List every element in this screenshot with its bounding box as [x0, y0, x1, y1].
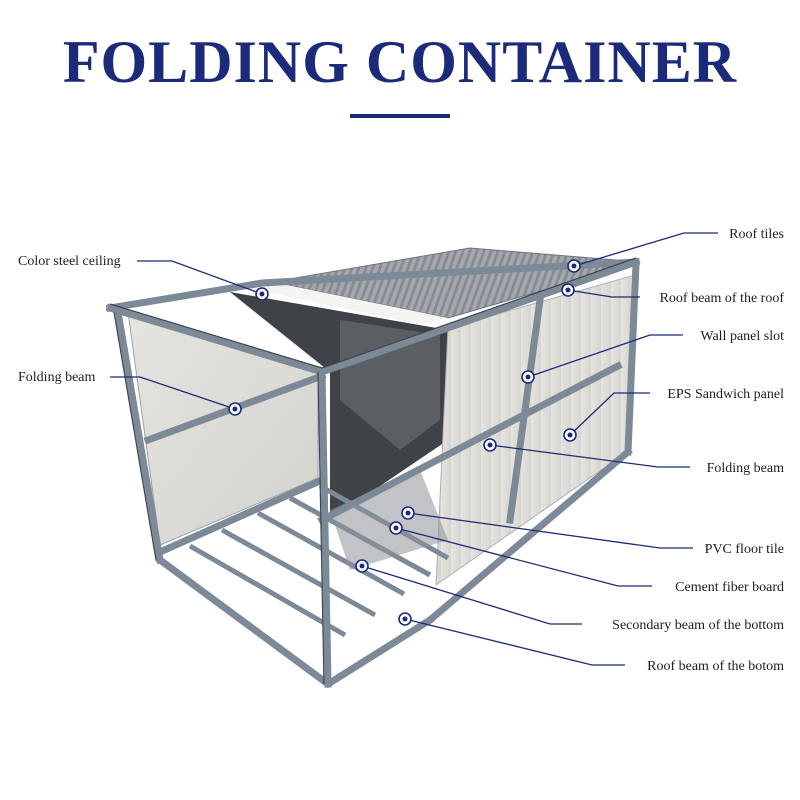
dot-pvc-floor-tile: [401, 506, 415, 520]
dot-secondary-beam: [355, 559, 369, 573]
dot-cement-board: [389, 521, 403, 535]
page-title: FOLDING CONTAINER: [62, 29, 738, 95]
leader-secondary-beam: [361, 565, 582, 625]
dot-roof-beam-roof: [561, 283, 575, 297]
label-pvc-floor-tile: PVC floor tile: [705, 542, 784, 557]
label-color-steel-ceiling: Color steel ceiling: [18, 254, 121, 269]
frame-edges: [109, 257, 637, 685]
leader-pvc-floor-tile: [407, 512, 693, 549]
leader-folding-beam-right: [489, 444, 690, 468]
leader-cement-board: [395, 527, 652, 587]
floor-board: [330, 470, 448, 570]
dot-roof-tiles: [567, 259, 581, 273]
end-wall-panel: [127, 311, 319, 546]
label-eps-sandwich-panel: EPS Sandwich panel: [667, 387, 784, 402]
leader-roof-beam-bottom: [404, 618, 625, 666]
dot-folding-beam-right: [483, 438, 497, 452]
dot-roof-beam-bottom: [398, 612, 412, 626]
title-underline: [350, 114, 450, 118]
label-wall-panel-slot: Wall panel slot: [700, 329, 784, 344]
leader-roof-tiles: [573, 232, 718, 267]
dot-eps-panel: [563, 428, 577, 442]
roof-edge-white: [242, 282, 448, 324]
label-secondary-beam-bottom: Secondary beam of the bottom: [612, 618, 784, 633]
leader-lines: [110, 232, 718, 666]
label-folding-beam-left: Folding beam: [18, 370, 95, 385]
leader-folding-beam-left: [110, 376, 236, 410]
labels: Color steel ceiling Folding beam Roof ti…: [18, 227, 784, 674]
leader-eps-panel: [569, 392, 650, 436]
dot-color-steel-ceiling: [255, 287, 269, 301]
label-folding-beam-right: Folding beam: [707, 461, 784, 476]
leader-roof-beam-roof: [567, 289, 640, 298]
dot-wall-panel-slot: [521, 370, 535, 384]
leader-wall-panel-slot: [527, 334, 683, 378]
dot-folding-beam-left: [228, 402, 242, 416]
label-roof-beam-bottom: Roof beam of the botom: [647, 659, 784, 674]
callout-dots: [228, 259, 581, 626]
steel-frame: [105, 257, 641, 689]
label-roof-tiles: Roof tiles: [729, 227, 784, 242]
leader-color-steel-ceiling: [137, 260, 263, 295]
label-roof-beam-of-the-roof: Roof beam of the roof: [660, 291, 785, 306]
label-cement-fiber-board: Cement fiber board: [675, 580, 784, 595]
